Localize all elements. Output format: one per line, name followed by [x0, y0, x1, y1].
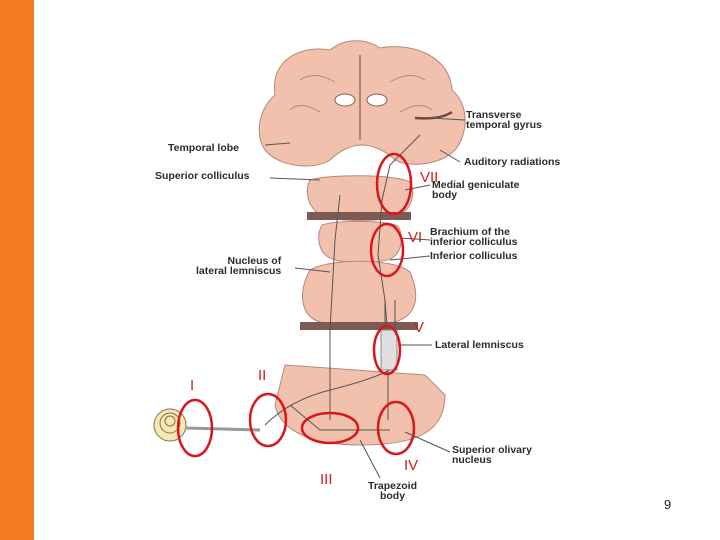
- circle-stage-vi: [369, 222, 405, 278]
- midbrain-lower-section: [318, 220, 402, 263]
- label-lateral-lemniscus: Lateral lemniscus: [435, 339, 524, 351]
- stage-label-v: V: [414, 319, 425, 336]
- label-brachium-inferior-colliculus: Brachium of the inferior colliculus: [430, 226, 518, 248]
- page-number: 9: [664, 497, 672, 512]
- stage-label-vii: VII: [420, 169, 439, 186]
- label-medial-geniculate-body: Medial geniculate body: [432, 179, 520, 201]
- label-auditory-radiations: Auditory radiations: [464, 156, 561, 168]
- label-nucleus-lateral-lemniscus: Nucleus of lateral lemniscus: [196, 255, 282, 277]
- label-trapezoid-body: Trapezoid body: [368, 480, 418, 502]
- label-inferior-colliculus: Inferior colliculus: [430, 250, 518, 262]
- stage-label-i: I: [190, 377, 195, 394]
- stage-label-ii: II: [258, 367, 267, 384]
- label-transverse-temporal-gyrus: Transverse temporal gyrus: [466, 109, 542, 131]
- circle-stage-i: [176, 398, 214, 458]
- highlight-circles: [176, 152, 416, 458]
- circle-stage-v: [372, 324, 402, 376]
- label-temporal-lobe: Temporal lobe: [168, 142, 239, 154]
- circle-stage-vii: [375, 152, 413, 216]
- stage-label-vi: VI: [408, 229, 423, 246]
- label-superior-olivary-nucleus: Superior olivary nucleus: [452, 444, 532, 466]
- circle-stage-ii: [248, 392, 288, 448]
- label-superior-colliculus: Superior colliculus: [155, 170, 250, 182]
- cerebrum-section: [258, 40, 466, 167]
- circle-stage-iv: [376, 400, 416, 456]
- orange-side-bar: [0, 0, 34, 540]
- stage-label-iii: III: [320, 471, 333, 488]
- stage-label-iv: IV: [404, 457, 419, 474]
- circle-stage-iii: [300, 411, 360, 445]
- medulla-section: [274, 364, 446, 446]
